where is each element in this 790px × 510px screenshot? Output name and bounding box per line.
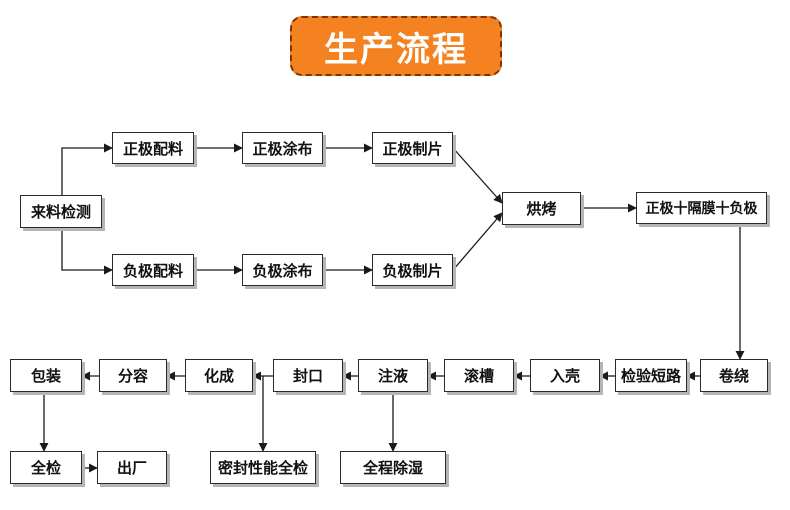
node-packaging: 包装 — [10, 359, 82, 392]
node-casing-insertion: 入壳 — [530, 359, 600, 392]
node-negative-sheeting: 负极制片 — [372, 254, 453, 286]
node-full-process-dehumidify: 全程除湿 — [340, 451, 446, 484]
node-positive-coating: 正极涂布 — [242, 132, 323, 164]
node-negative-mixing: 负极配料 — [112, 254, 194, 286]
node-capacity-grading: 分容 — [99, 359, 167, 392]
node-electrolyte-filling: 注液 — [358, 359, 428, 392]
node-formation: 化成 — [185, 359, 253, 392]
node-short-circuit-test: 检验短路 — [615, 359, 687, 392]
node-electrode-separator-stack: 正极十隔膜十负极 — [636, 192, 767, 224]
arrow-pos-sheet-to-bake — [452, 147, 503, 204]
node-incoming-inspection: 来料检测 — [20, 195, 102, 228]
node-positive-sheeting: 正极制片 — [372, 132, 453, 164]
node-sealing: 封口 — [273, 359, 343, 392]
node-baking: 烘烤 — [502, 192, 581, 225]
node-full-inspection: 全检 — [10, 451, 82, 484]
node-grooving: 滚槽 — [444, 359, 514, 392]
node-positive-mixing: 正极配料 — [112, 132, 194, 164]
arrow-neg-sheet-to-bake — [452, 212, 503, 271]
node-winding: 卷绕 — [700, 359, 768, 392]
node-seal-performance-test: 密封性能全检 — [210, 451, 316, 484]
node-shipment: 出厂 — [97, 451, 167, 484]
node-negative-coating: 负极涂布 — [242, 254, 323, 286]
arrow-incoming-to-neg-mix — [61, 228, 113, 275]
arrow-incoming-to-pos-mix — [61, 143, 113, 195]
page-title: 生产流程 — [290, 16, 502, 76]
